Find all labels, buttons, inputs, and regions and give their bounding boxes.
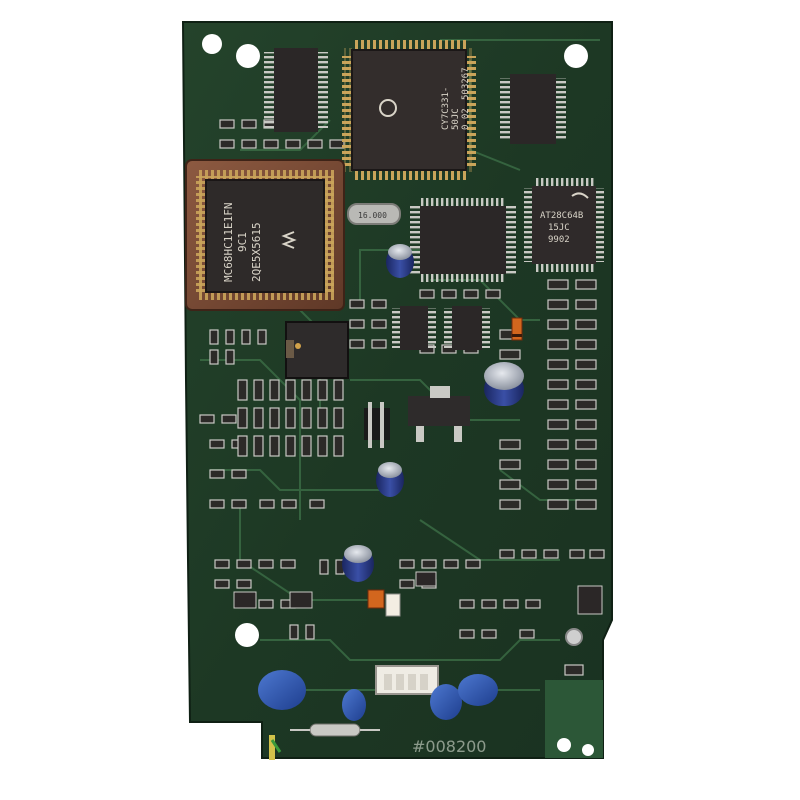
axial-component — [290, 723, 380, 737]
soic-chip-middle-right — [444, 306, 490, 350]
diode — [511, 317, 523, 341]
eeprom-label-1: AT28C64B — [540, 211, 583, 221]
cpld-label-1: CY7C331- — [441, 87, 451, 130]
ceramic-capacitor-1 — [258, 670, 306, 710]
cpld-chip: CY7C331- 50JC 0 02 503267 — [342, 40, 476, 180]
cpld-label-3: 0 02 — [461, 108, 471, 130]
atmel-logo-icon — [571, 192, 589, 199]
crystal-label: 16.000 — [358, 211, 387, 220]
electrolytic-capacitor-3 — [376, 462, 404, 497]
cpld-label-2: 50JC — [451, 108, 461, 130]
soic-chip-middle-left — [392, 306, 436, 350]
ceramic-capacitor-2 — [342, 689, 366, 721]
board-serial-text: #008200 — [412, 737, 486, 756]
electrolytic-capacitor-4 — [342, 545, 374, 582]
eeprom-label-3: 9902 — [548, 235, 570, 245]
ground-wire — [269, 735, 282, 760]
board-edge-region — [545, 680, 603, 758]
soic-chip-top-right — [500, 74, 566, 144]
electrolytic-capacitor-2 — [484, 362, 524, 406]
diode-small — [367, 589, 401, 617]
voltage-regulator — [285, 321, 349, 379]
wire-connector — [375, 665, 439, 695]
qfp-chip-middle — [410, 198, 516, 282]
soic-chip-top-left — [264, 48, 328, 132]
mcu-plcc-socket: MC68HC11E1FN 9C1 2QE5X5615 — [185, 159, 345, 311]
crystal-oscillator: 16.000 — [347, 203, 401, 225]
pin-header — [364, 402, 390, 448]
mcu-label-1: MC68HC11E1FN — [222, 203, 235, 282]
mcu-label-3: 2QE5X5615 — [250, 222, 263, 282]
eeprom-label-2: 15JC — [548, 223, 570, 233]
ceramic-capacitor-4 — [458, 674, 498, 706]
motorola-logo-icon — [281, 231, 297, 249]
power-transistor — [408, 386, 470, 442]
ceramic-capacitor-3 — [430, 684, 462, 720]
small-transistors — [233, 571, 603, 615]
mounting-holes — [202, 34, 594, 756]
smd-components — [199, 119, 605, 676]
eeprom-chip: AT28C64B 15JC 9902 — [524, 178, 604, 272]
mcu-label-2: 9C1 — [236, 232, 249, 252]
electrolytic-capacitor-1 — [386, 244, 414, 278]
cpld-label-4: 503267 — [461, 67, 471, 100]
